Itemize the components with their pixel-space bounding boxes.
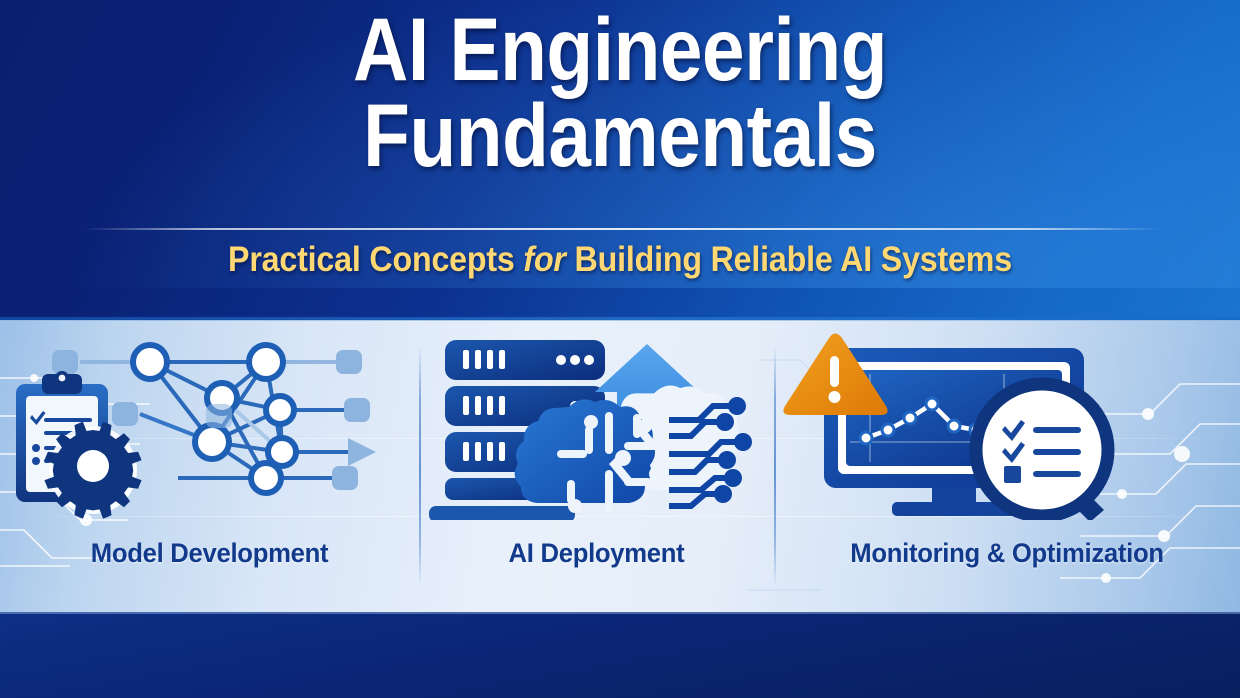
circuit-trace-icon	[669, 397, 752, 509]
neural-network-icon	[52, 342, 376, 496]
footer-band	[0, 612, 1240, 698]
model-development-icon-group	[0, 330, 419, 520]
panel-top-border	[0, 320, 1240, 321]
subtitle-text-italic: for	[523, 240, 566, 279]
feature-panel: Model Development	[0, 320, 1240, 612]
gear-icon	[44, 421, 142, 519]
column-label-model-development: Model Development	[90, 538, 329, 568]
ai-deployment-icon-group	[419, 330, 774, 522]
subtitle-text-lead: Practical Concepts	[228, 240, 524, 279]
page-title: AI Engineering Fundamentals	[352, 0, 888, 186]
panel-faint-line-mid	[0, 516, 1240, 517]
feature-column-model-development[interactable]: Model Development	[0, 320, 419, 612]
feature-column-monitoring-optimization[interactable]: Monitoring & Optimization	[774, 320, 1240, 612]
title-divider-rule	[85, 228, 1160, 230]
column-label-ai-deployment: AI Deployment	[508, 538, 685, 568]
page-subtitle: Practical Concepts for Building Reliable…	[50, 240, 1191, 280]
monitoring-optimization-icon-group	[774, 330, 1240, 523]
column-label-monitoring-optimization: Monitoring & Optimization	[850, 538, 1164, 568]
column-divider-2	[774, 345, 776, 587]
header-banner: AI Engineering Fundamentals Practical Co…	[0, 0, 1240, 320]
magnifier-checklist-icon	[969, 377, 1115, 523]
subtitle-text-tail: Building Reliable AI Systems	[565, 240, 1013, 279]
server-rack-icon	[429, 340, 605, 522]
warning-triangle-icon	[783, 333, 888, 415]
column-divider-1	[419, 345, 421, 587]
feature-column-ai-deployment[interactable]: AI Deployment	[419, 320, 774, 612]
